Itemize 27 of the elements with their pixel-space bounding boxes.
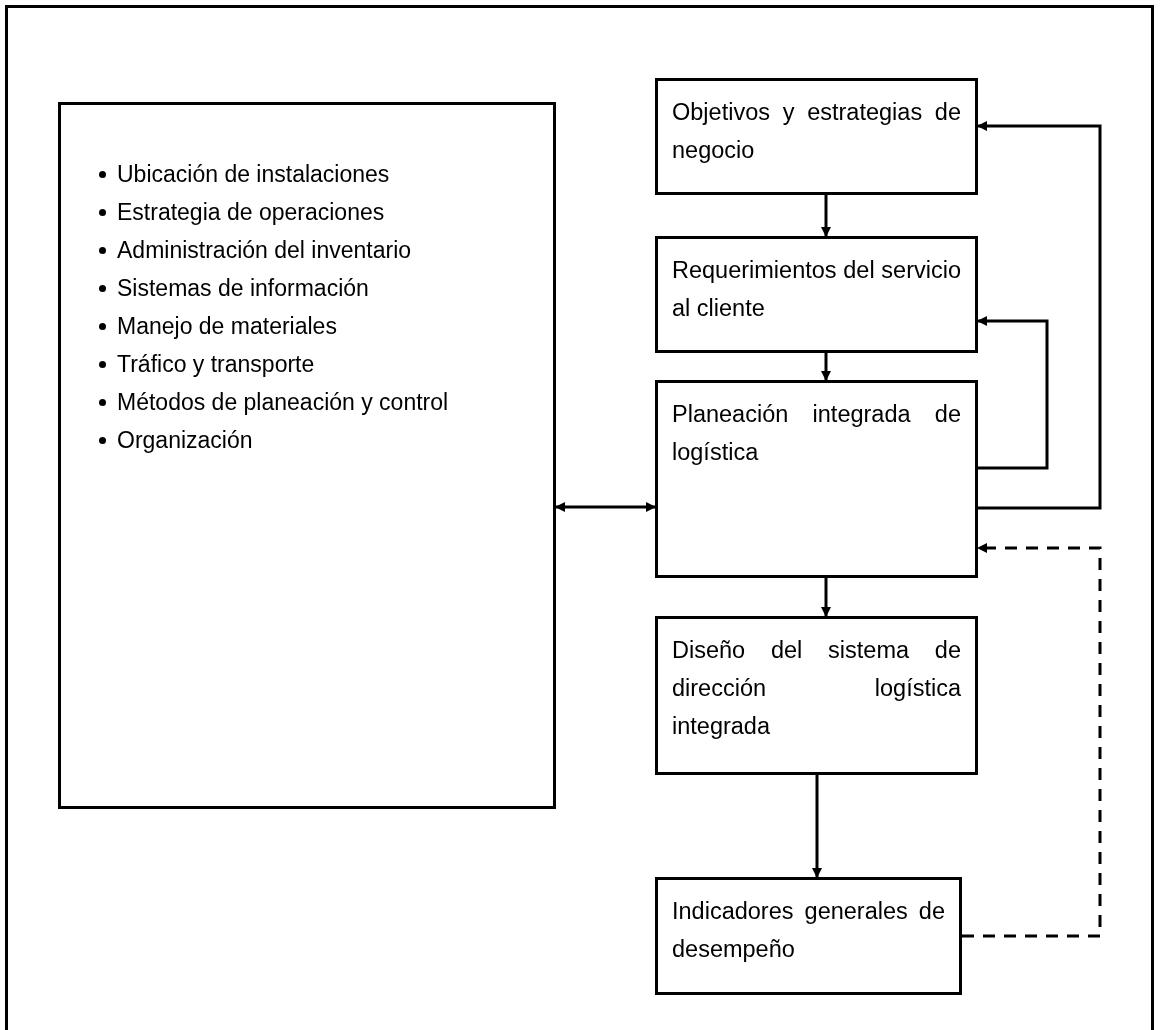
dashed-arrow bbox=[962, 543, 1102, 938]
arrow bbox=[812, 775, 822, 878]
process-box bbox=[655, 877, 962, 995]
arrow bbox=[821, 195, 831, 237]
arrow bbox=[821, 353, 831, 381]
arrow bbox=[977, 316, 1049, 470]
arrow bbox=[977, 121, 1102, 510]
box-text: Diseño del sistema de dirección logística integrada bbox=[672, 636, 961, 741]
box-text: Indicadores generales de desempeño bbox=[672, 897, 945, 964]
arrow bbox=[821, 578, 831, 617]
process-box bbox=[655, 236, 978, 353]
list-box bbox=[58, 102, 556, 809]
list-item: Administración del inventario bbox=[117, 236, 412, 265]
list-item: Tráfico y transporte bbox=[117, 350, 315, 379]
list-item: Manejo de materiales bbox=[117, 312, 337, 341]
list-item: Organización bbox=[117, 426, 253, 455]
list-item: Estrategia de operaciones bbox=[117, 198, 385, 227]
list-item: Sistemas de información bbox=[117, 274, 369, 303]
box-text: Requerimientos del servicio al cliente bbox=[672, 256, 961, 323]
arrow bbox=[555, 502, 656, 512]
list-item: Ubicación de instalaciones bbox=[117, 160, 390, 189]
box-text: Planeación integrada de logística bbox=[672, 400, 961, 467]
process-box bbox=[655, 78, 978, 195]
box-text: Objetivos y estrategias de negocio bbox=[672, 98, 961, 165]
process-box bbox=[655, 616, 978, 775]
list-item: Métodos de planeación y control bbox=[117, 388, 449, 417]
process-box bbox=[655, 380, 978, 578]
